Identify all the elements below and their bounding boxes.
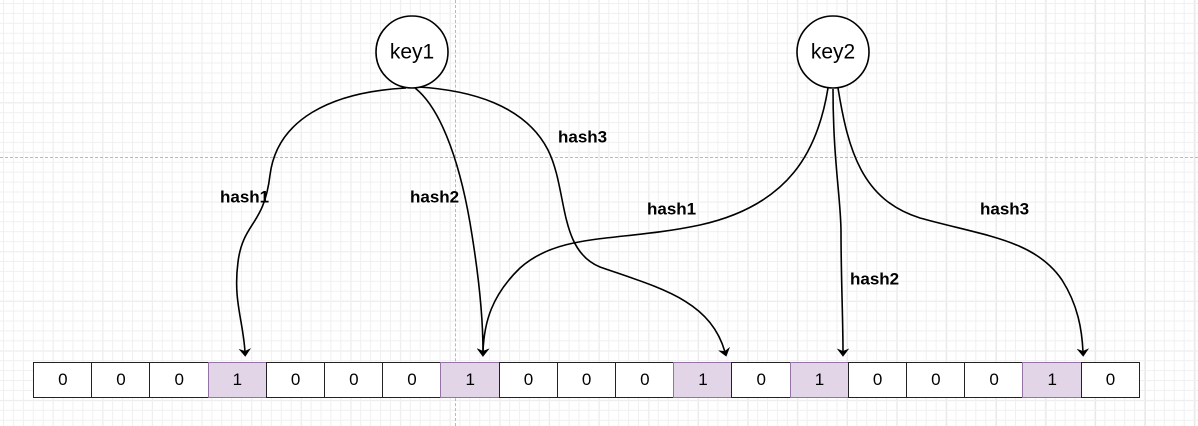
bit-cell-12[interactable]: 0 bbox=[731, 362, 792, 398]
hash-edge-key2-hash3 bbox=[837, 87, 1090, 357]
bit-cell-1[interactable]: 0 bbox=[91, 362, 151, 398]
horizontal-guideline bbox=[0, 157, 1198, 158]
bit-cell-17[interactable]: 1 bbox=[1022, 362, 1083, 398]
edge-label-key1-hash1: hash1 bbox=[220, 187, 269, 206]
bit-cell-2[interactable]: 0 bbox=[149, 362, 209, 398]
edge-label-key1-hash2: hash2 bbox=[410, 187, 459, 206]
hash-edge-key1-hash3 bbox=[417, 86, 731, 357]
key-node-label-key1: key1 bbox=[390, 41, 434, 64]
bit-cell-9[interactable]: 0 bbox=[556, 362, 617, 398]
hash-edge-key1-hash1 bbox=[235, 87, 407, 357]
edge-label-key2-hash3: hash3 bbox=[980, 199, 1029, 218]
bit-cell-5[interactable]: 0 bbox=[324, 362, 384, 398]
bit-cell-16[interactable]: 0 bbox=[964, 362, 1024, 398]
bit-cell-10[interactable]: 0 bbox=[615, 362, 675, 398]
bit-cell-0[interactable]: 0 bbox=[33, 362, 93, 398]
key-node-key1[interactable] bbox=[375, 15, 449, 89]
bit-cell-15[interactable]: 0 bbox=[906, 362, 966, 398]
hash-edge-key1-hash2 bbox=[414, 87, 490, 357]
bit-cell-7[interactable]: 1 bbox=[440, 362, 501, 398]
bit-cell-8[interactable]: 0 bbox=[498, 362, 559, 398]
hash-edge-key2-hash1 bbox=[476, 87, 829, 357]
key-node-key2[interactable] bbox=[796, 15, 870, 89]
bit-cell-18[interactable]: 0 bbox=[1080, 362, 1141, 398]
hash-edge-labels-group: hash1 hash2 hash3 hash1 hash2 hash3 bbox=[220, 127, 1029, 288]
hash-edges-group bbox=[235, 86, 1090, 357]
edge-label-key2-hash2: hash2 bbox=[850, 269, 899, 288]
hash-edge-key2-hash2 bbox=[832, 88, 850, 357]
bit-cell-6[interactable]: 0 bbox=[382, 362, 442, 398]
bit-cell-3[interactable]: 1 bbox=[207, 362, 268, 398]
key-node-label-key2: key2 bbox=[811, 41, 855, 64]
edge-label-key2-hash1: hash1 bbox=[647, 199, 696, 218]
bit-cell-14[interactable]: 0 bbox=[847, 362, 908, 398]
bit-cell-11[interactable]: 1 bbox=[673, 362, 733, 398]
bit-cell-4[interactable]: 0 bbox=[265, 362, 326, 398]
bit-cell-13[interactable]: 1 bbox=[789, 362, 850, 398]
vertical-guideline bbox=[455, 0, 456, 426]
edge-label-key1-hash3: hash3 bbox=[558, 127, 607, 146]
key-nodes-group: key1 key2 bbox=[375, 15, 870, 89]
